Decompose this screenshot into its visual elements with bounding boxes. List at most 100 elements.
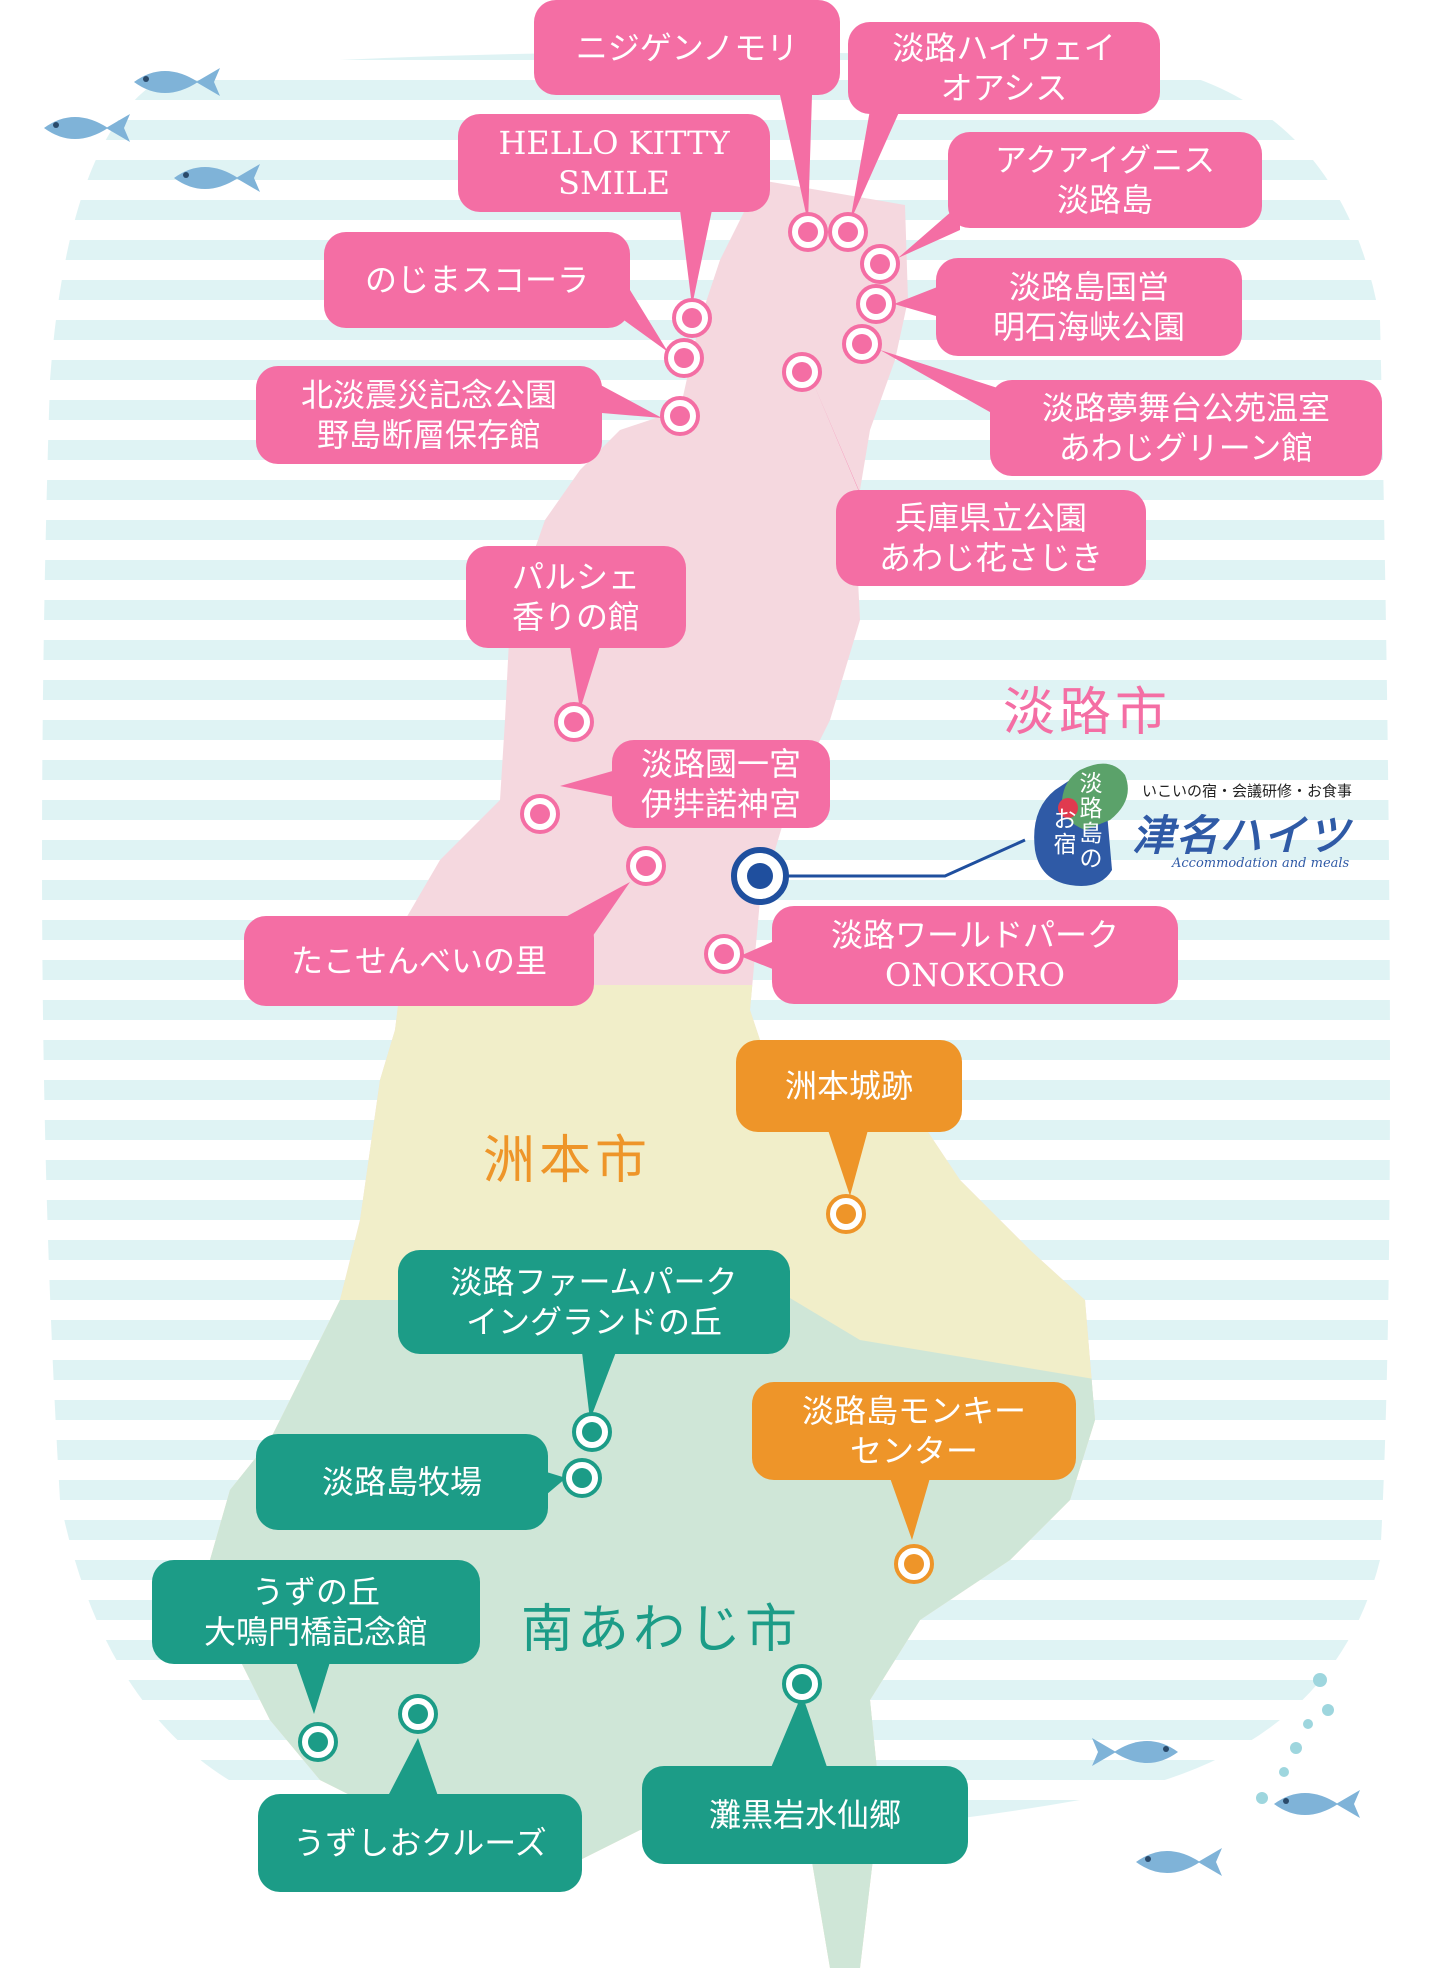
spot-callout-line: 兵庫県立公園	[894, 499, 1087, 537]
spot-callout-line: アクアイグニス	[994, 141, 1216, 179]
location-marker-highway-oasis[interactable]	[828, 212, 868, 252]
spot-callout-akashi-kaikyo-park[interactable]: 淡路島国営明石海峡公園	[936, 258, 1242, 356]
hotel-leader-line	[786, 838, 1026, 878]
spot-callout-aqua-ignis[interactable]: アクアイグニス淡路島	[948, 132, 1262, 228]
location-marker-hanasajiki[interactable]	[782, 352, 822, 392]
spot-callout-line: 淡路ハイウェイ	[892, 29, 1116, 67]
callout-pointer-hello-kitty	[680, 210, 712, 306]
spot-callout-line: オアシス	[940, 69, 1068, 107]
callout-pointer-monkey-center	[890, 1478, 930, 1540]
spot-callout-line: ONOKORO	[884, 956, 1066, 994]
location-marker-awaji-ranch[interactable]	[562, 1458, 602, 1498]
spot-callout-highway-oasis[interactable]: 淡路ハイウェイオアシス	[848, 22, 1160, 114]
spot-callout-line: 野島断層保存館	[316, 416, 541, 454]
spot-callout-takosenbei[interactable]: たこせんべいの里	[244, 916, 594, 1006]
fish-icon	[44, 114, 130, 142]
spot-callout-hanasajiki[interactable]: 兵庫県立公園あわじ花さじき	[836, 490, 1146, 586]
callout-pointer-uzunooka	[296, 1662, 330, 1714]
spot-callout-nojima-scuola[interactable]: のじまスコーラ	[324, 232, 630, 328]
spot-callout-line: たこせんべいの里	[290, 942, 547, 980]
city-label-minamiawaji: 南あわじ市	[521, 1600, 802, 1660]
spot-callout-line: ニジゲンノモリ	[575, 28, 799, 67]
fish-icon	[1274, 1790, 1360, 1818]
location-marker-nojima-scuola[interactable]	[664, 338, 704, 378]
spot-callout-line: 香りの館	[511, 598, 640, 636]
spot-callout-line: あわじ花さじき	[878, 539, 1103, 577]
location-marker-hokudan-memorial[interactable]	[660, 396, 700, 436]
location-marker-akashi-kaikyo-park[interactable]	[856, 284, 896, 324]
callout-pointer-sumoto-castle	[828, 1130, 868, 1196]
location-marker-nijigen[interactable]	[788, 212, 828, 252]
spot-callout-line: パルシェ	[511, 558, 640, 596]
location-marker-aqua-ignis[interactable]	[860, 244, 900, 284]
spot-callout-line: 伊弉諾神宮	[640, 785, 801, 823]
logo-seal-text-2: お宿	[1053, 807, 1077, 858]
spot-callout-line: 淡路夢舞台公苑温室	[1041, 389, 1330, 427]
callout-pointer-nijigen	[780, 95, 812, 223]
fish-icon	[174, 164, 260, 192]
location-marker-sumoto-castle[interactable]	[826, 1194, 866, 1234]
spot-callout-uzushio-cruise[interactable]: うずしおクルーズ	[258, 1794, 582, 1892]
location-marker-farm-park[interactable]	[572, 1412, 612, 1452]
spot-callout-line: HELLO KITTY	[498, 124, 730, 162]
bubbles-decoration	[1256, 1673, 1334, 1804]
spot-callout-farm-park[interactable]: 淡路ファームパークイングランドの丘	[398, 1250, 790, 1354]
spot-callout-line: 灘黒岩水仙郷	[708, 1796, 901, 1834]
location-marker-monkey-center[interactable]	[894, 1544, 934, 1584]
spot-callout-parche[interactable]: パルシェ香りの館	[466, 546, 686, 648]
decorative-fish	[44, 68, 1360, 1876]
spot-callout-nadaguroiwa[interactable]: 灘黒岩水仙郷	[642, 1766, 968, 1864]
location-marker-onokoro[interactable]	[704, 934, 744, 974]
location-marker-izanagi-shrine[interactable]	[520, 794, 560, 834]
spot-callout-line: うずしおクルーズ	[293, 1824, 547, 1862]
logo-seal-text-1: 淡路島の	[1079, 771, 1103, 872]
spot-callout-line: 淡路島モンキー	[801, 1392, 1026, 1430]
logo-tagline: いこいの宿・会議研修・お食事	[1142, 782, 1353, 800]
city-label-awaji: 淡路市	[1003, 683, 1172, 743]
location-marker-uzushio-cruise[interactable]	[398, 1694, 438, 1734]
callout-pointer-farm-park	[582, 1352, 616, 1420]
logo-english: Accommodation and meals	[1172, 856, 1350, 871]
hotel-marker[interactable]	[731, 847, 789, 905]
city-label-sumoto: 洲本市	[483, 1131, 652, 1191]
spot-callout-line: 淡路島牧場	[321, 1463, 482, 1501]
callout-pointer-highway-oasis	[850, 110, 900, 222]
spot-callout-awaji-ranch[interactable]: 淡路島牧場	[256, 1434, 548, 1530]
spot-callout-hokudan-memorial[interactable]: 北淡震災記念公園野島断層保存館	[256, 366, 602, 464]
spot-callout-line: 大鳴門橋記念館	[203, 1613, 428, 1651]
spot-callout-yumebutai-greenhouse[interactable]: 淡路夢舞台公苑温室あわじグリーン館	[990, 380, 1382, 476]
location-marker-parche[interactable]	[554, 702, 594, 742]
spot-callout-line: SMILE	[558, 164, 670, 202]
location-marker-nadaguroiwa[interactable]	[782, 1664, 822, 1704]
callout-pointer-parche	[570, 646, 600, 710]
spot-callout-line: 明石海峡公園	[992, 308, 1185, 346]
fish-icon	[1136, 1848, 1222, 1876]
callout-pointer-nadaguroiwa	[770, 1694, 828, 1770]
spot-callout-nijigen[interactable]: ニジゲンノモリ	[534, 0, 840, 95]
spot-callout-line: うずの丘	[251, 1573, 380, 1611]
location-marker-uzunooka[interactable]	[298, 1722, 338, 1762]
spot-callout-uzunooka[interactable]: うずの丘大鳴門橋記念館	[152, 1560, 480, 1664]
callout-pointer-aqua-ignis	[898, 204, 960, 258]
location-marker-takosenbei[interactable]	[626, 846, 666, 886]
logo-seal	[1034, 763, 1128, 886]
logo-name: 津名ハイツ	[1132, 811, 1352, 860]
location-marker-hello-kitty[interactable]	[672, 298, 712, 338]
spot-callout-izanagi-shrine[interactable]: 淡路國一宮伊弉諾神宮	[612, 740, 830, 828]
spot-callout-line: のじまスコーラ	[364, 261, 589, 299]
spot-callout-line: イングランドの丘	[465, 1303, 722, 1341]
spot-callout-line: センター	[849, 1432, 978, 1470]
spot-callout-line: 洲本城跡	[784, 1067, 913, 1105]
callout-pointer-uzushio-cruise	[388, 1738, 438, 1796]
spot-callout-line: 淡路島国営	[1008, 268, 1169, 306]
spot-callout-sumoto-castle[interactable]: 洲本城跡	[736, 1040, 962, 1132]
spot-callout-line: 淡路ワールドパーク	[830, 916, 1119, 954]
fish-icon	[1092, 1738, 1178, 1766]
location-marker-yumebutai-greenhouse[interactable]	[842, 324, 882, 364]
spot-callout-line: 淡路ファームパーク	[450, 1263, 738, 1301]
spot-callout-monkey-center[interactable]: 淡路島モンキーセンター	[752, 1382, 1076, 1480]
location-markers	[298, 212, 934, 1762]
